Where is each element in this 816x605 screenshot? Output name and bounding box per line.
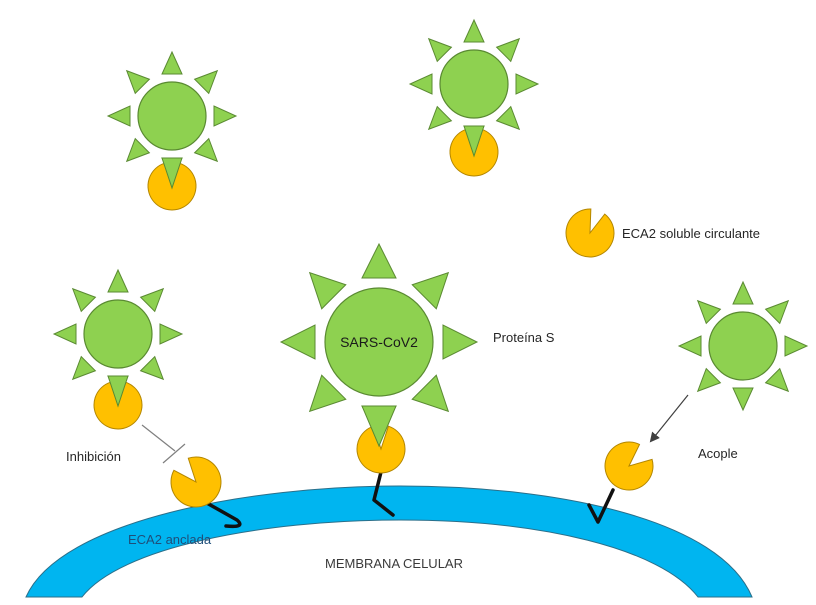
- virus-center: [279, 242, 479, 442]
- spike-protein: [361, 242, 397, 279]
- spike-protein: [732, 280, 754, 305]
- spike-protein: [193, 137, 219, 163]
- spike-protein: [411, 374, 450, 413]
- virus-label: SARS-CoV2: [340, 334, 418, 350]
- virus-body: [137, 81, 207, 151]
- virus-right: [677, 280, 809, 412]
- spike-protein: [515, 73, 540, 95]
- spike-protein: [408, 73, 433, 95]
- spike-protein: [495, 105, 521, 131]
- spike-protein: [308, 374, 347, 413]
- spike-protein: [139, 355, 165, 381]
- spike-protein: [784, 335, 809, 357]
- spike-protein: [764, 299, 790, 325]
- soluble-eca2-legend: [565, 208, 615, 258]
- spike-protein: [125, 137, 151, 163]
- spike-protein: [193, 69, 219, 95]
- anchor-stalk-left: [203, 500, 242, 529]
- anchor-stalk-right: [587, 488, 615, 524]
- virus-body: [439, 49, 509, 119]
- spike-protein: [427, 37, 453, 63]
- anchored-eca2-label: ECA2 anclada: [128, 532, 212, 547]
- virus-body: [708, 311, 778, 381]
- spike-protein: [107, 268, 129, 293]
- membrane-label: MEMBRANA CELULAR: [325, 556, 463, 571]
- anchor-stalk-center: [372, 470, 395, 517]
- virus-body: [324, 287, 434, 397]
- spike-protein: [279, 324, 316, 360]
- spike-protein: [764, 367, 790, 393]
- inhibition-label: Inhibición: [66, 449, 121, 464]
- spike-protein: [213, 105, 238, 127]
- spike-protein: [677, 335, 702, 357]
- spike-protein: [71, 287, 97, 313]
- spike-protein: [427, 105, 453, 131]
- spike-protein-bound: [161, 157, 183, 190]
- spike-protein: [732, 387, 754, 412]
- spike-protein: [696, 299, 722, 325]
- anchored-eca2-center: [356, 425, 406, 474]
- anchored-eca2-left: [170, 456, 222, 508]
- spike-protein: [71, 355, 97, 381]
- spike-protein: [411, 271, 450, 310]
- cell-membrane: [25, 485, 753, 598]
- virus-mid-left: [52, 268, 184, 400]
- spike-protein: [52, 323, 77, 345]
- spike-protein-label: Proteína S: [493, 330, 555, 345]
- spike-protein: [495, 37, 521, 63]
- coupling-label: Acople: [698, 446, 738, 461]
- spike-protein: [463, 18, 485, 43]
- spike-protein: [696, 367, 722, 393]
- virus-body: [83, 299, 153, 369]
- inhibition-connector: [141, 424, 186, 464]
- spike-protein-bound: [107, 375, 129, 408]
- spike-protein: [106, 105, 131, 127]
- spike-protein-bound: [361, 405, 397, 448]
- anchored-eca2-right: [604, 441, 654, 491]
- spike-protein: [161, 50, 183, 75]
- spike-protein: [125, 69, 151, 95]
- spike-protein: [159, 323, 184, 345]
- spike-protein: [308, 271, 347, 310]
- spike-protein: [139, 287, 165, 313]
- coupling-arrow: [649, 394, 689, 443]
- spike-protein-bound: [463, 125, 485, 158]
- soluble-eca2-label: ECA2 soluble circulante: [622, 226, 760, 241]
- spike-protein: [442, 324, 479, 360]
